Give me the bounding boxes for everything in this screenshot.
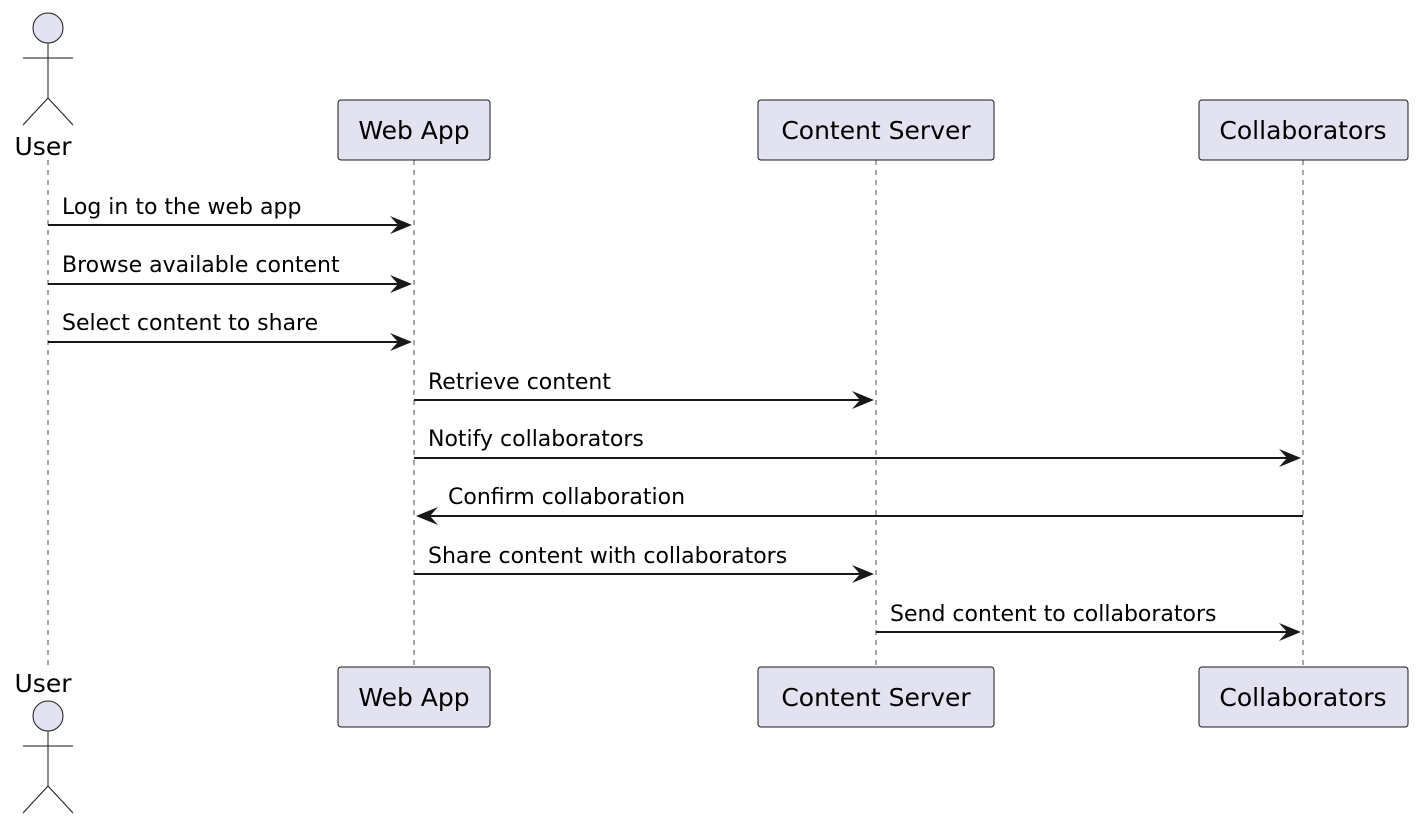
arrowhead-icon: [852, 565, 874, 583]
message-label: Send content to collaborators: [890, 602, 1217, 627]
participant-server-bottom: Content Server: [757, 666, 995, 728]
message-5: Notify collaborators: [414, 427, 1301, 467]
message-3: Select content to share: [48, 311, 412, 351]
participant-collab-bottom: Collaborators: [1198, 666, 1409, 728]
actor-user-bottom: User: [15, 669, 74, 814]
message-label: Share content with collaborators: [428, 544, 787, 569]
actor-label-top: User: [15, 132, 73, 161]
participant-label: Web App: [358, 116, 469, 145]
message-label: Select content to share: [62, 311, 318, 336]
message-label: Confirm collaboration: [448, 485, 685, 510]
message-6: Confirm collaboration: [416, 485, 1303, 525]
message-8: Send content to collaborators: [876, 602, 1301, 641]
participant-collab-top: Collaborators: [1198, 99, 1409, 161]
actor-user-top: User: [15, 12, 74, 161]
message-label: Notify collaborators: [428, 427, 644, 452]
arrowhead-icon: [390, 275, 412, 293]
participant-label: Collaborators: [1219, 683, 1386, 712]
participant-webapp-top: Web App: [337, 99, 491, 161]
arrowhead-icon: [390, 216, 412, 234]
actor-head-icon: [32, 12, 64, 44]
arrowhead-icon: [416, 507, 438, 525]
actor-head-icon: [32, 700, 64, 732]
message-label: Log in to the web app: [62, 195, 301, 220]
arrowhead-icon: [852, 391, 874, 409]
participant-label: Content Server: [781, 683, 971, 712]
message-label: Retrieve content: [428, 370, 611, 395]
actor-label-bottom: User: [15, 669, 73, 698]
participant-label: Collaborators: [1219, 116, 1386, 145]
arrowhead-icon: [390, 333, 412, 351]
participant-label: Content Server: [781, 116, 971, 145]
participant-label: Web App: [358, 683, 469, 712]
message-1: Log in to the web app: [48, 195, 412, 234]
participant-webapp-bottom: Web App: [337, 666, 491, 728]
message-2: Browse available content: [48, 253, 412, 293]
arrowhead-icon: [1279, 623, 1301, 641]
participant-server-top: Content Server: [757, 99, 995, 161]
message-7: Share content with collaborators: [414, 544, 874, 583]
message-label: Browse available content: [62, 253, 340, 278]
message-4: Retrieve content: [414, 370, 874, 409]
arrowhead-icon: [1279, 449, 1301, 467]
